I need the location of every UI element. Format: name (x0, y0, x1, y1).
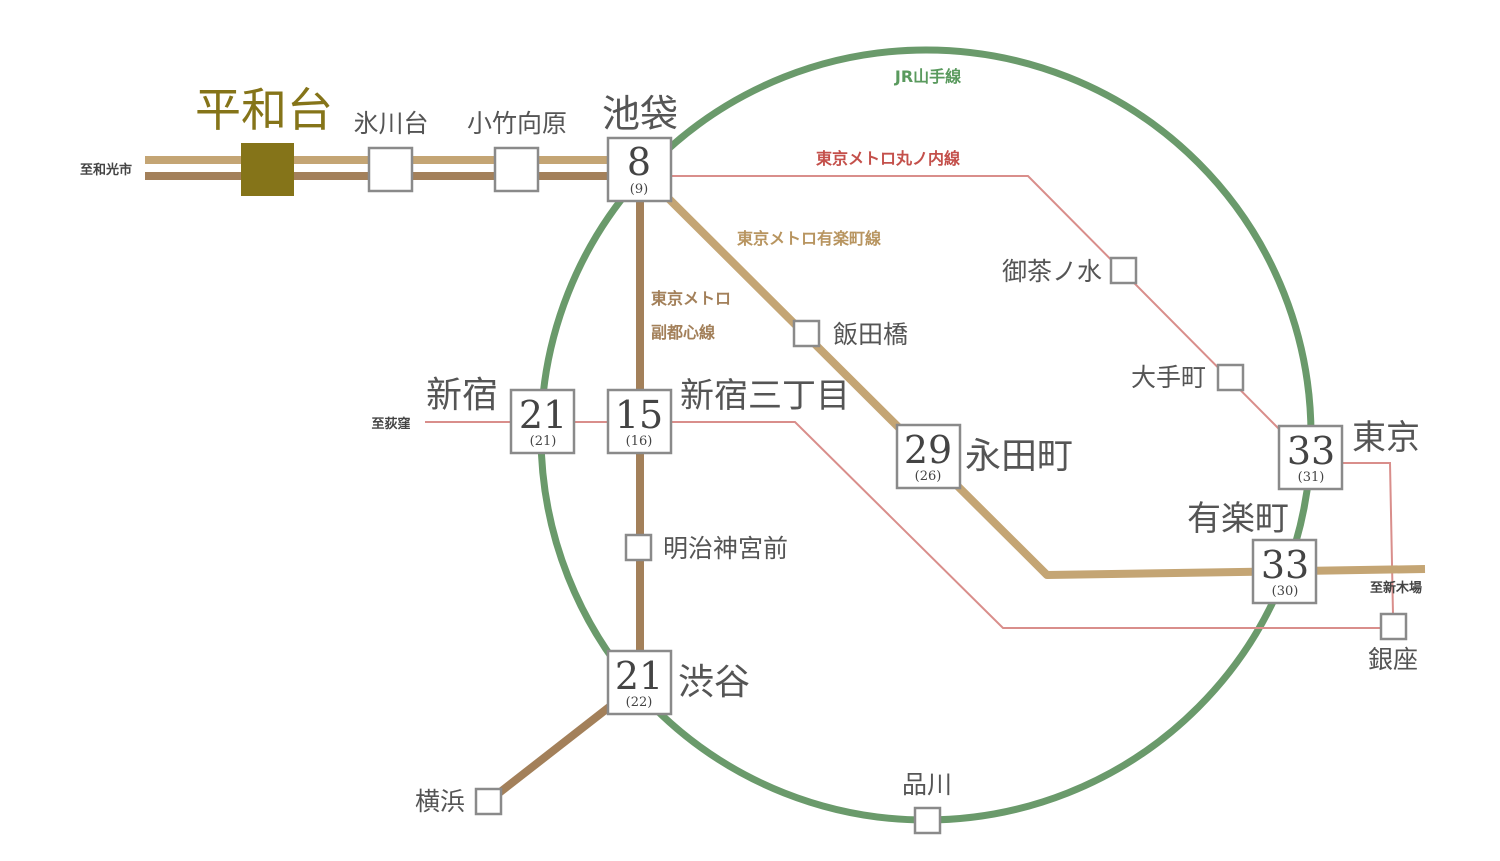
station-shinjuku3: 15 (16) 新宿三丁目 (606, 376, 850, 455)
marunouchi-label: 東京メトロ丸ノ内線 (816, 149, 960, 168)
nagatacho-name: 永田町 (965, 436, 1073, 477)
station-shinagawa: 品川 (902, 770, 952, 799)
direction-ogikubo: 至荻窪 (371, 416, 410, 432)
marunouchi-line-ginza (1343, 462, 1394, 615)
station-meiji: 明治神宮前 (663, 534, 788, 563)
station-hikawadai-marker (367, 146, 414, 193)
station-meiji-marker (624, 533, 653, 562)
shinjuku3-name: 新宿三丁目 (680, 376, 850, 416)
tokyo-name: 東京 (1352, 418, 1420, 458)
tokyo-minutes: 33 (1287, 429, 1335, 473)
yurakucho-minutes-alt: (30) (1272, 584, 1299, 599)
shinjuku-minutes-alt: (21) (530, 434, 557, 449)
direction-shinkiba: 至新木場 (1370, 580, 1422, 596)
shibuya-name: 渋谷 (678, 662, 750, 703)
station-otemachi-marker (1216, 363, 1245, 392)
fukutoshin-line (145, 172, 644, 804)
ikebukuro-minutes-alt: (9) (630, 182, 648, 197)
station-heiwadai-marker (241, 143, 294, 196)
station-ikebukuro: 8 (9) 池袋 (602, 92, 678, 203)
station-ginza: 銀座 (1368, 645, 1418, 674)
fukutoshin-label-1: 東京メトロ (651, 289, 731, 308)
direction-wakoshi: 至和光市 (80, 162, 132, 178)
station-hikawadai: 氷川台 (353, 109, 428, 138)
nagatacho-minutes: 29 (904, 428, 952, 472)
yamanote-label: JR山手線 (894, 67, 961, 86)
station-iidabashi: 飯田橋 (833, 320, 908, 349)
station-shinagawa-marker (913, 806, 942, 835)
shibuya-minutes-alt: (22) (626, 695, 653, 710)
station-otemachi: 大手町 (1131, 363, 1206, 392)
marunouchi-line (672, 175, 1281, 431)
station-shinjuku: 21 (21) 新宿 (426, 375, 576, 455)
station-nagatacho: 29 (26) 永田町 (895, 423, 1073, 490)
yurakucho-minutes: 33 (1261, 543, 1309, 587)
shinjuku3-minutes-alt: (16) (626, 434, 653, 449)
ikebukuro-minutes: 8 (627, 140, 651, 184)
tokyo-minutes-alt: (31) (1298, 470, 1325, 485)
shinjuku-name: 新宿 (426, 375, 498, 416)
ikebukuro-name: 池袋 (602, 92, 678, 136)
fukutoshin-label-2: 副都心線 (651, 323, 715, 342)
shibuya-minutes: 21 (615, 654, 663, 698)
station-heiwadai: 平和台 (195, 83, 333, 137)
station-ginza-marker (1379, 612, 1408, 641)
station-kotake: 小竹向原 (467, 109, 567, 138)
yurakucho-name: 有楽町 (1187, 499, 1289, 539)
station-kotake-marker (493, 146, 540, 193)
yurakucho-label: 東京メトロ有楽町線 (737, 229, 881, 248)
station-yokohama: 横浜 (415, 787, 465, 816)
station-yokohama-marker (474, 787, 503, 816)
nagatacho-minutes-alt: (26) (915, 469, 942, 484)
station-tokyo: 33 (31) 東京 (1277, 418, 1420, 491)
station-ochanomizu: 御茶ノ水 (1002, 257, 1102, 286)
station-shibuya: 21 (22) 渋谷 (606, 649, 750, 716)
shinjuku3-minutes: 15 (615, 393, 663, 437)
station-ochanomizu-marker (1109, 256, 1138, 285)
station-iidabashi-marker (792, 319, 821, 348)
shinjuku-minutes: 21 (519, 393, 567, 437)
station-yurakucho: 33 (30) 有楽町 (1187, 499, 1318, 605)
